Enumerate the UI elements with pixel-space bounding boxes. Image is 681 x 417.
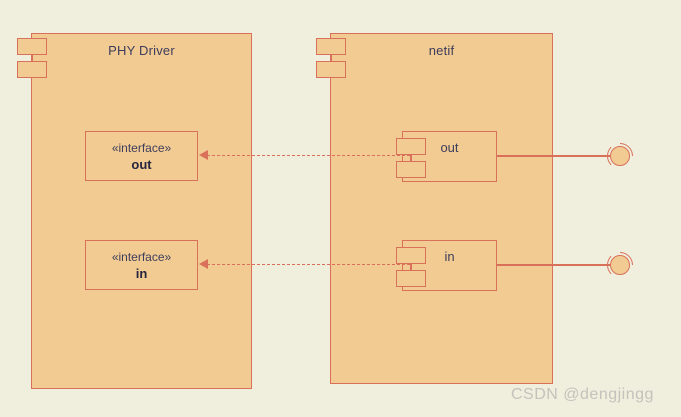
watermark: CSDN @dengjingg	[511, 386, 654, 403]
component-phy-driver[interactable]: PHY Driver	[31, 33, 252, 389]
interface-stereotype: «interface»	[111, 140, 172, 155]
interface-out[interactable]: «interface» out	[85, 131, 198, 181]
inner-component-label: in	[444, 249, 455, 264]
dependency-line-in	[207, 264, 410, 265]
component-icon	[17, 61, 47, 78]
interface-in[interactable]: «interface» in	[85, 240, 198, 290]
component-icon	[396, 270, 426, 287]
provided-interface-line-in	[497, 264, 612, 266]
component-icon	[17, 38, 47, 55]
component-icon	[396, 161, 426, 178]
component-icon-connector	[410, 264, 412, 270]
dependency-line-out	[207, 155, 410, 156]
dependency-arrowhead-out	[199, 150, 208, 160]
component-title-netif: netif	[428, 43, 455, 58]
component-title-phy-driver: PHY Driver	[108, 43, 175, 58]
component-icon-connector	[410, 155, 412, 161]
socket-arc-icon	[601, 246, 639, 284]
socket-arc-icon	[601, 137, 639, 175]
interface-stereotype: «interface»	[111, 249, 172, 264]
component-icon-connector	[330, 55, 332, 61]
component-icon	[396, 247, 426, 264]
component-icon	[316, 38, 346, 55]
component-icon	[316, 61, 346, 78]
interface-name: out	[131, 156, 152, 172]
component-netif[interactable]: netif	[330, 33, 553, 384]
inner-component-label: out	[440, 140, 459, 155]
interface-name: in	[135, 265, 148, 281]
component-icon-connector	[31, 55, 33, 61]
dependency-arrowhead-in	[199, 259, 208, 269]
component-icon	[396, 138, 426, 155]
provided-interface-line-out	[497, 155, 612, 157]
